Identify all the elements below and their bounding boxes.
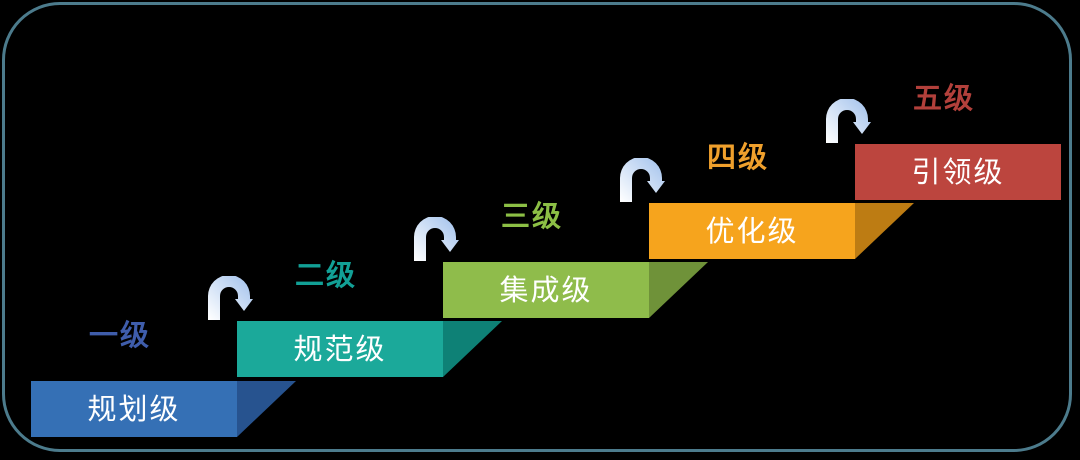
level-5-label: 五级 [912, 81, 975, 115]
curved-step-up-arrow [620, 158, 665, 202]
level-3-block: 集成级 [443, 262, 649, 318]
curved-step-up-arrow [414, 217, 459, 261]
level-4-label: 四级 [706, 140, 769, 174]
level-2-block: 规范级 [237, 321, 443, 377]
level-1-block: 规划级 [31, 381, 237, 437]
level-2-label: 二级 [294, 258, 357, 292]
level-3-label: 三级 [500, 199, 563, 233]
level-4-block: 优化级 [649, 203, 855, 259]
rounded-border-frame [2, 2, 1072, 452]
level-1-label: 一级 [88, 318, 151, 352]
curved-step-up-arrow [208, 276, 253, 320]
level-5-block: 引领级 [855, 144, 1061, 200]
curved-step-up-arrow [826, 99, 871, 143]
